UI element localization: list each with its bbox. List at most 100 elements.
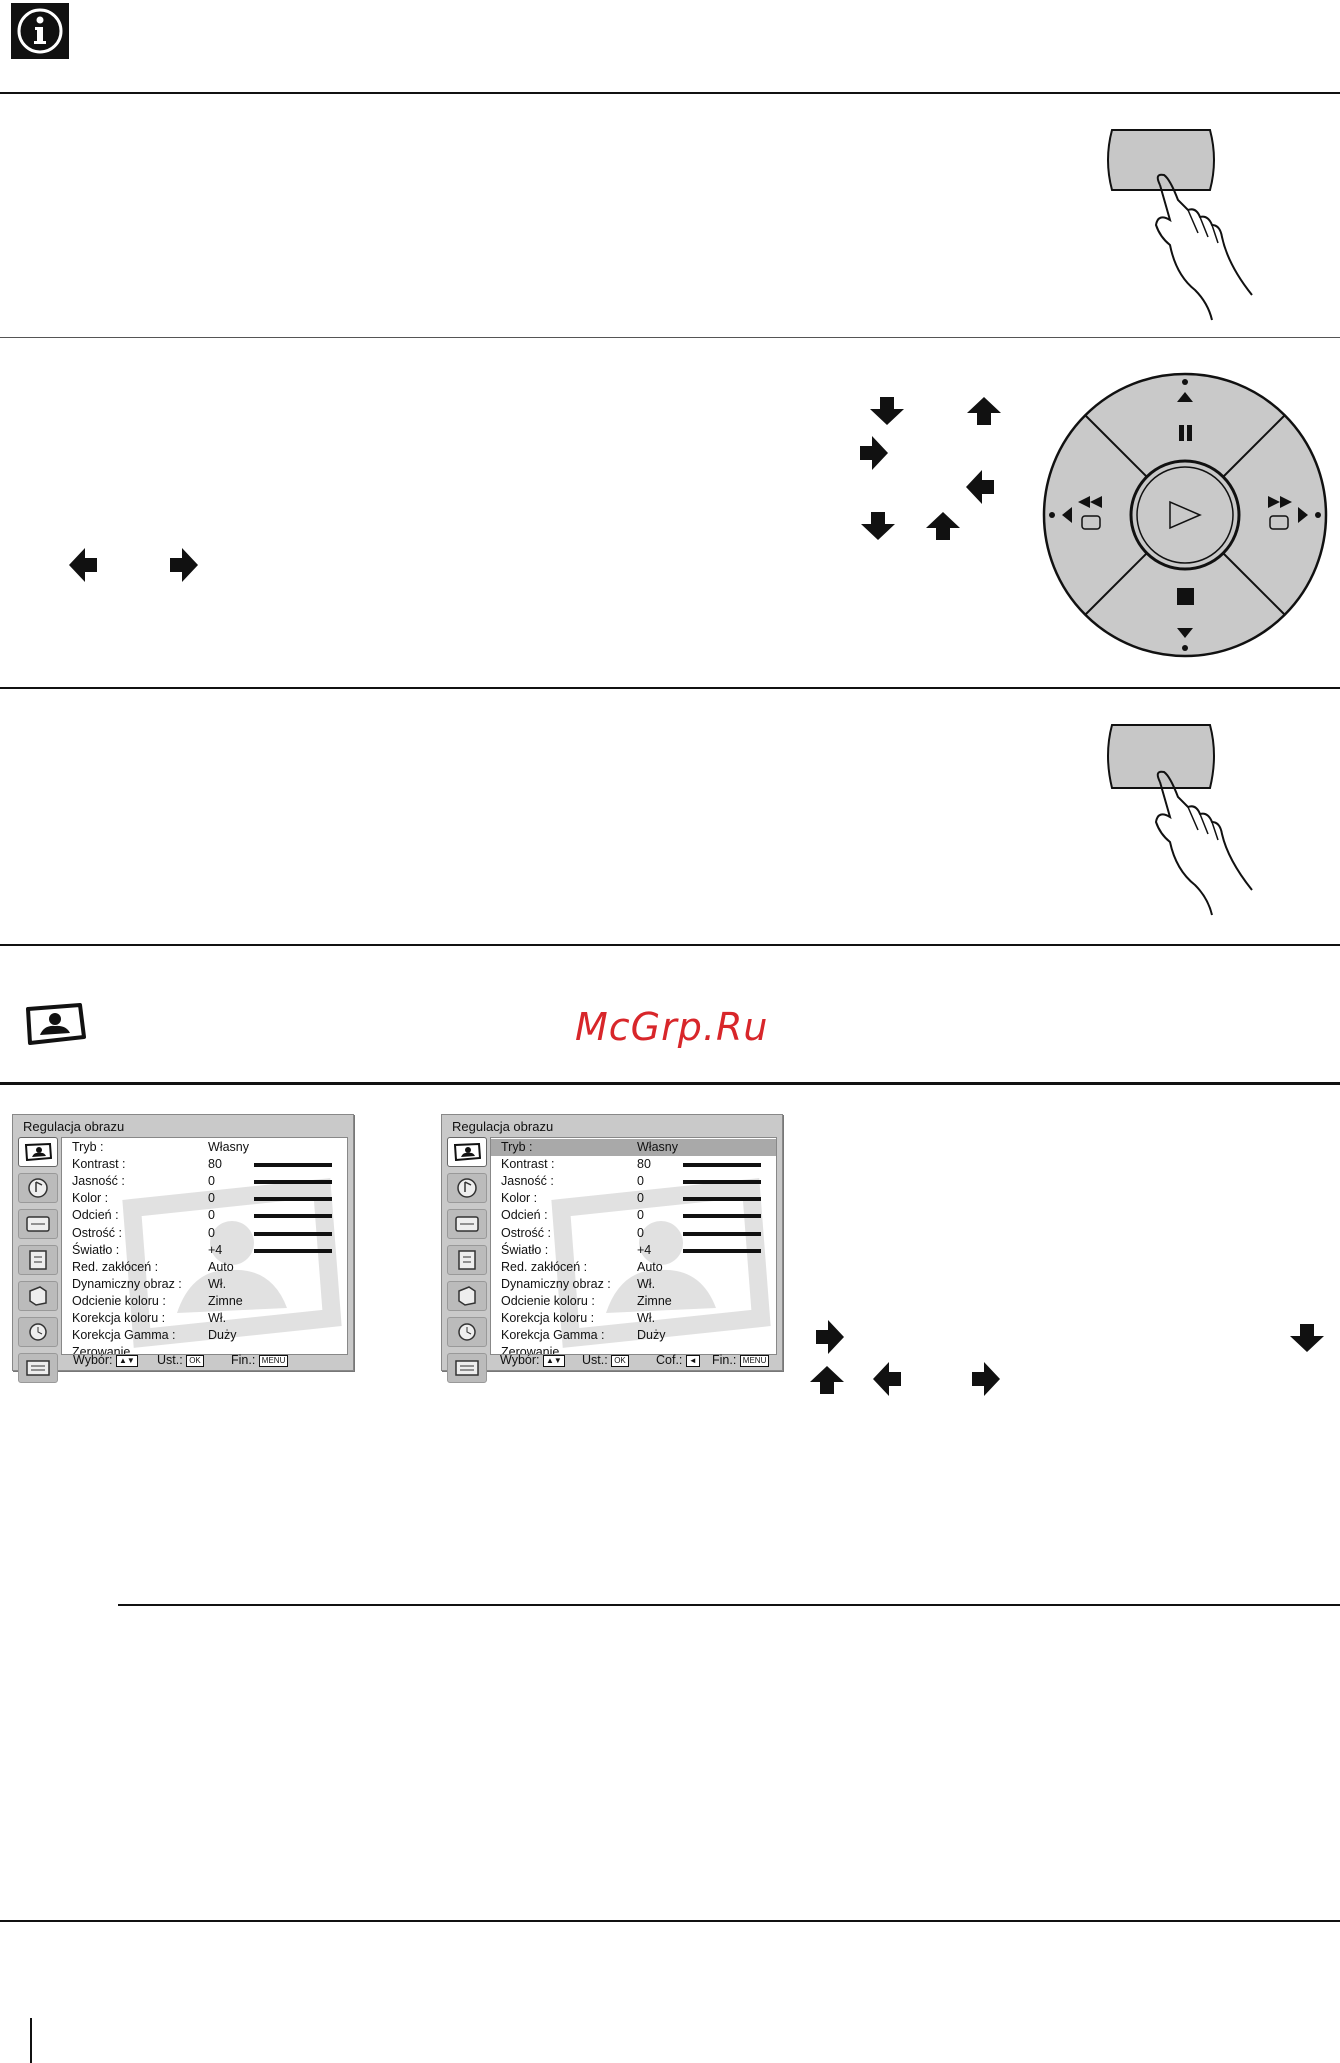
features-tab-icon[interactable] <box>18 1245 58 1275</box>
arrow-down-icon <box>1290 1324 1324 1357</box>
footer-select-label: Wybór: ▲▼ <box>73 1353 138 1367</box>
osd-row-label: Red. zakłóceń : <box>501 1259 588 1274</box>
osd-row-level-bar <box>683 1197 761 1202</box>
hand-pressing-button-icon <box>1100 720 1260 925</box>
osd-row-value: Zimne <box>637 1293 672 1308</box>
osd-menu-row[interactable]: Odcienie koloru : Zimne <box>491 1293 776 1310</box>
osd-row-label: Korekcja Gamma : <box>72 1328 176 1343</box>
features-tab-icon[interactable] <box>447 1245 487 1275</box>
arrow-down-icon <box>870 397 904 430</box>
osd-menu-row[interactable]: Kontrast :80 <box>62 1156 347 1173</box>
picture-tab-icon[interactable] <box>18 1137 58 1167</box>
info-icon <box>11 3 69 59</box>
footer-set-label: Ust.: OK <box>157 1353 204 1367</box>
osd-row-value: Wł. <box>637 1276 656 1291</box>
arrow-right-icon <box>972 1362 1000 1401</box>
osd-menu-row[interactable]: Red. zakłóceń :Auto <box>491 1259 776 1276</box>
arrow-up-icon <box>810 1366 844 1399</box>
osd-menu-row[interactable]: Korekcja Gamma :Duży <box>62 1327 347 1344</box>
osd-menu-row[interactable]: Światło : +4 <box>491 1242 776 1259</box>
osd-row-value: Duży <box>637 1328 666 1343</box>
osd-menu-row[interactable]: Zerowanie <box>491 1344 776 1355</box>
preset-tab-icon[interactable] <box>18 1353 58 1383</box>
osd-row-label: Ostrość : <box>501 1225 552 1240</box>
timer-tab-icon[interactable] <box>447 1317 487 1347</box>
hand-pressing-button-icon <box>1100 125 1260 330</box>
footer-end-label: Fin.: MENU <box>712 1353 770 1367</box>
arrow-left-icon <box>69 548 97 587</box>
osd-row-label: Korekcja koloru : <box>72 1311 166 1325</box>
sound-tab-icon[interactable] <box>447 1173 487 1203</box>
osd-row-label: Zerowanie <box>72 1345 131 1355</box>
osd-menu-row[interactable]: Tryb :Własny <box>62 1139 347 1156</box>
osd-menu-row[interactable]: Dynamiczny obraz :Wł. <box>62 1276 347 1293</box>
remote-navigation-wheel-icon <box>1040 370 1330 665</box>
picture-tab-icon[interactable] <box>447 1137 487 1167</box>
osd-menu-row[interactable]: Światło :+4 <box>62 1242 347 1259</box>
osd-row-value: Zimne <box>208 1293 243 1308</box>
arrow-right-icon <box>860 436 888 475</box>
osd-row-value: 0 <box>637 1174 644 1189</box>
osd-menu-row[interactable]: Kontrast : 80 <box>491 1156 776 1173</box>
osd-row-value: 0 <box>208 1208 215 1223</box>
osd-menu-row[interactable]: Odcień : 0 <box>62 1207 347 1224</box>
arrow-up-icon <box>967 397 1001 430</box>
osd-menu-row[interactable]: Korekcja Gamma :Duży <box>491 1327 776 1344</box>
osd-row-label: Światło : <box>501 1242 549 1257</box>
setup-tab-icon[interactable] <box>447 1281 487 1311</box>
osd-menu-row[interactable]: Korekcja koloru :Wł. <box>62 1310 347 1327</box>
osd-row-value: +4 <box>208 1242 223 1257</box>
osd-row-label: Korekcja koloru : <box>501 1311 595 1325</box>
osd-menu-row[interactable]: Tryb :Własny <box>491 1139 776 1156</box>
section-divider <box>0 944 1340 946</box>
footer-set-label: Ust.: OK <box>582 1353 629 1367</box>
picture-menu-icon <box>22 1003 86 1052</box>
page-edge-mark <box>30 2018 32 2063</box>
screen-tab-icon[interactable] <box>447 1209 487 1239</box>
osd-menu-row[interactable]: Jasność :0 <box>62 1173 347 1190</box>
osd-menu-row[interactable]: Zerowanie <box>62 1344 347 1355</box>
osd-row-label: Kontrast : <box>501 1157 555 1172</box>
osd-menu-row[interactable]: Odcienie koloru :Zimne <box>62 1293 347 1310</box>
picture-watermark-icon <box>551 1178 771 1348</box>
osd-row-value: 0 <box>208 1174 215 1189</box>
watermark: McGrp.Ru <box>575 1005 769 1049</box>
osd-menu-row[interactable]: Jasność : 0 <box>491 1173 776 1190</box>
osd-menu-row[interactable]: Dynamiczny obraz :Wł. <box>491 1276 776 1293</box>
osd-menu-row[interactable]: Odcień :0 <box>491 1207 776 1224</box>
osd-row-level-bar <box>683 1180 761 1185</box>
arrow-right-icon <box>170 548 198 587</box>
arrow-left-icon <box>873 1362 901 1401</box>
osd-menu-row[interactable]: Kolor :0 <box>491 1190 776 1207</box>
section-divider <box>0 92 1340 94</box>
setup-tab-icon[interactable] <box>18 1281 58 1311</box>
osd-menu-row[interactable]: Kolor :0 <box>62 1190 347 1207</box>
osd-row-level-bar <box>254 1197 332 1202</box>
osd-row-value: 0 <box>208 1225 215 1240</box>
osd-row-label: Odcień : <box>72 1208 119 1223</box>
osd-menu-row[interactable]: Ostrość :0 <box>491 1225 776 1242</box>
footer-back-label: Cof.: ◄ <box>656 1353 700 1367</box>
osd-row-label: Zerowanie <box>501 1345 560 1355</box>
osd-menu-row[interactable]: Korekcja koloru :Wł. <box>491 1310 776 1327</box>
osd-row-value: 80 <box>208 1157 222 1172</box>
section-divider <box>118 1604 1340 1606</box>
section-divider <box>0 1920 1340 1922</box>
arrow-right-icon <box>816 1320 844 1359</box>
osd-menu-row[interactable]: Ostrość : 0 <box>62 1225 347 1242</box>
osd-row-label: Jasność : <box>501 1174 554 1189</box>
osd-row-label: Odcienie koloru : <box>501 1293 595 1308</box>
osd-row-value: 80 <box>637 1157 651 1172</box>
osd-row-label: Ostrość : <box>72 1225 123 1240</box>
osd-tab-bar <box>445 1137 487 1383</box>
sound-tab-icon[interactable] <box>18 1173 58 1203</box>
screen-tab-icon[interactable] <box>18 1209 58 1239</box>
osd-menu-row[interactable]: Red. zakłóceń :Auto <box>62 1259 347 1276</box>
arrow-left-icon <box>966 470 994 509</box>
osd-row-value: +4 <box>637 1242 652 1257</box>
footer-select-label: Wybór: ▲▼ <box>500 1353 565 1367</box>
arrow-up-icon <box>926 512 960 545</box>
preset-tab-icon[interactable] <box>447 1353 487 1383</box>
timer-tab-icon[interactable] <box>18 1317 58 1347</box>
